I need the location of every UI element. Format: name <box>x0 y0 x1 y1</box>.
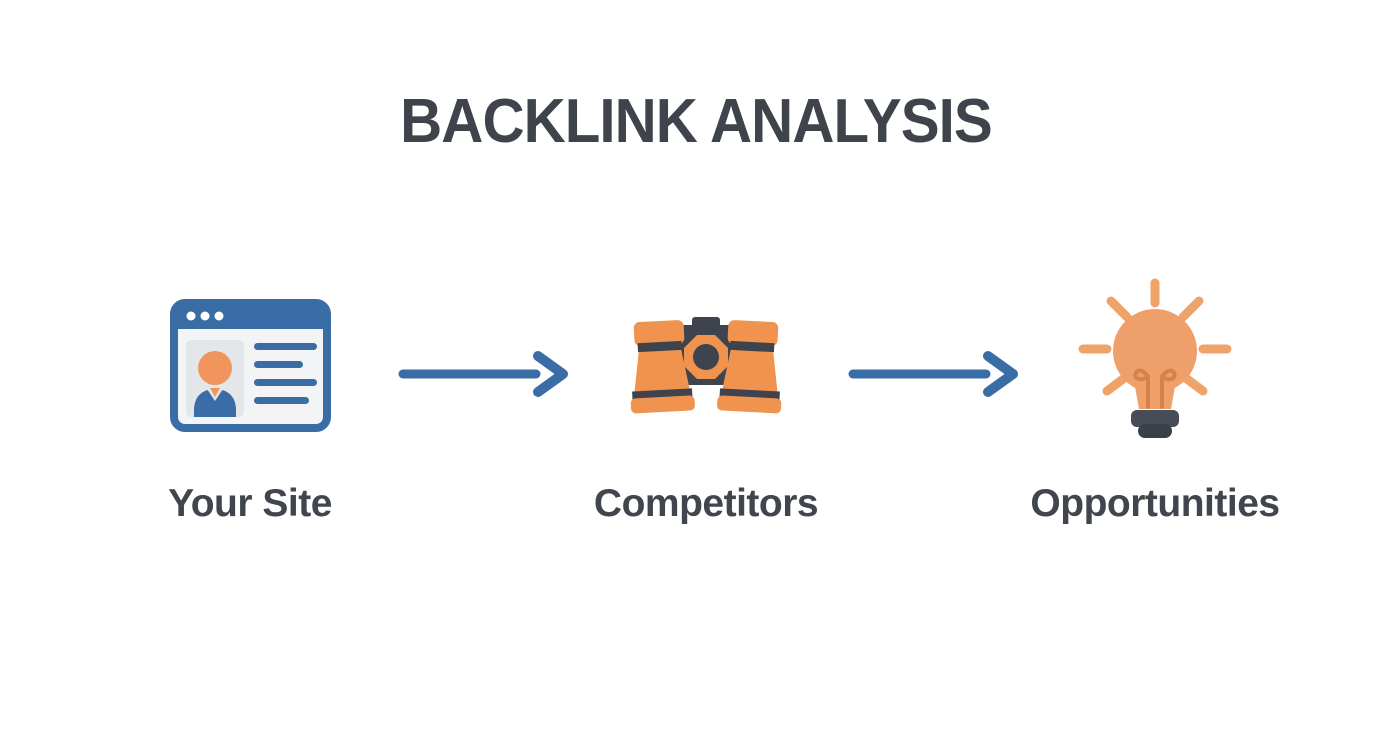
step-your-site: Your Site <box>100 270 400 550</box>
step-label-your-site: Your Site <box>168 482 332 525</box>
step-label-competitors: Competitors <box>593 482 819 525</box>
binoculars-icon-wrap <box>556 270 856 460</box>
binoculars-icon <box>630 317 782 414</box>
lightbulb-icon <box>1078 278 1232 438</box>
lightbulb-icon-wrap <box>1005 270 1305 460</box>
arrow-right-icon <box>398 351 568 397</box>
step-competitors: Competitors <box>556 270 856 550</box>
diagram-title: BACKLINK ANALYSIS <box>400 87 993 156</box>
step-opportunities: Opportunities <box>1005 270 1305 550</box>
step-label-opportunities: Opportunities <box>1030 482 1280 525</box>
browser-profile-icon-wrap <box>100 270 400 460</box>
arrow-right-icon <box>848 351 1018 397</box>
browser-profile-icon <box>169 298 331 432</box>
